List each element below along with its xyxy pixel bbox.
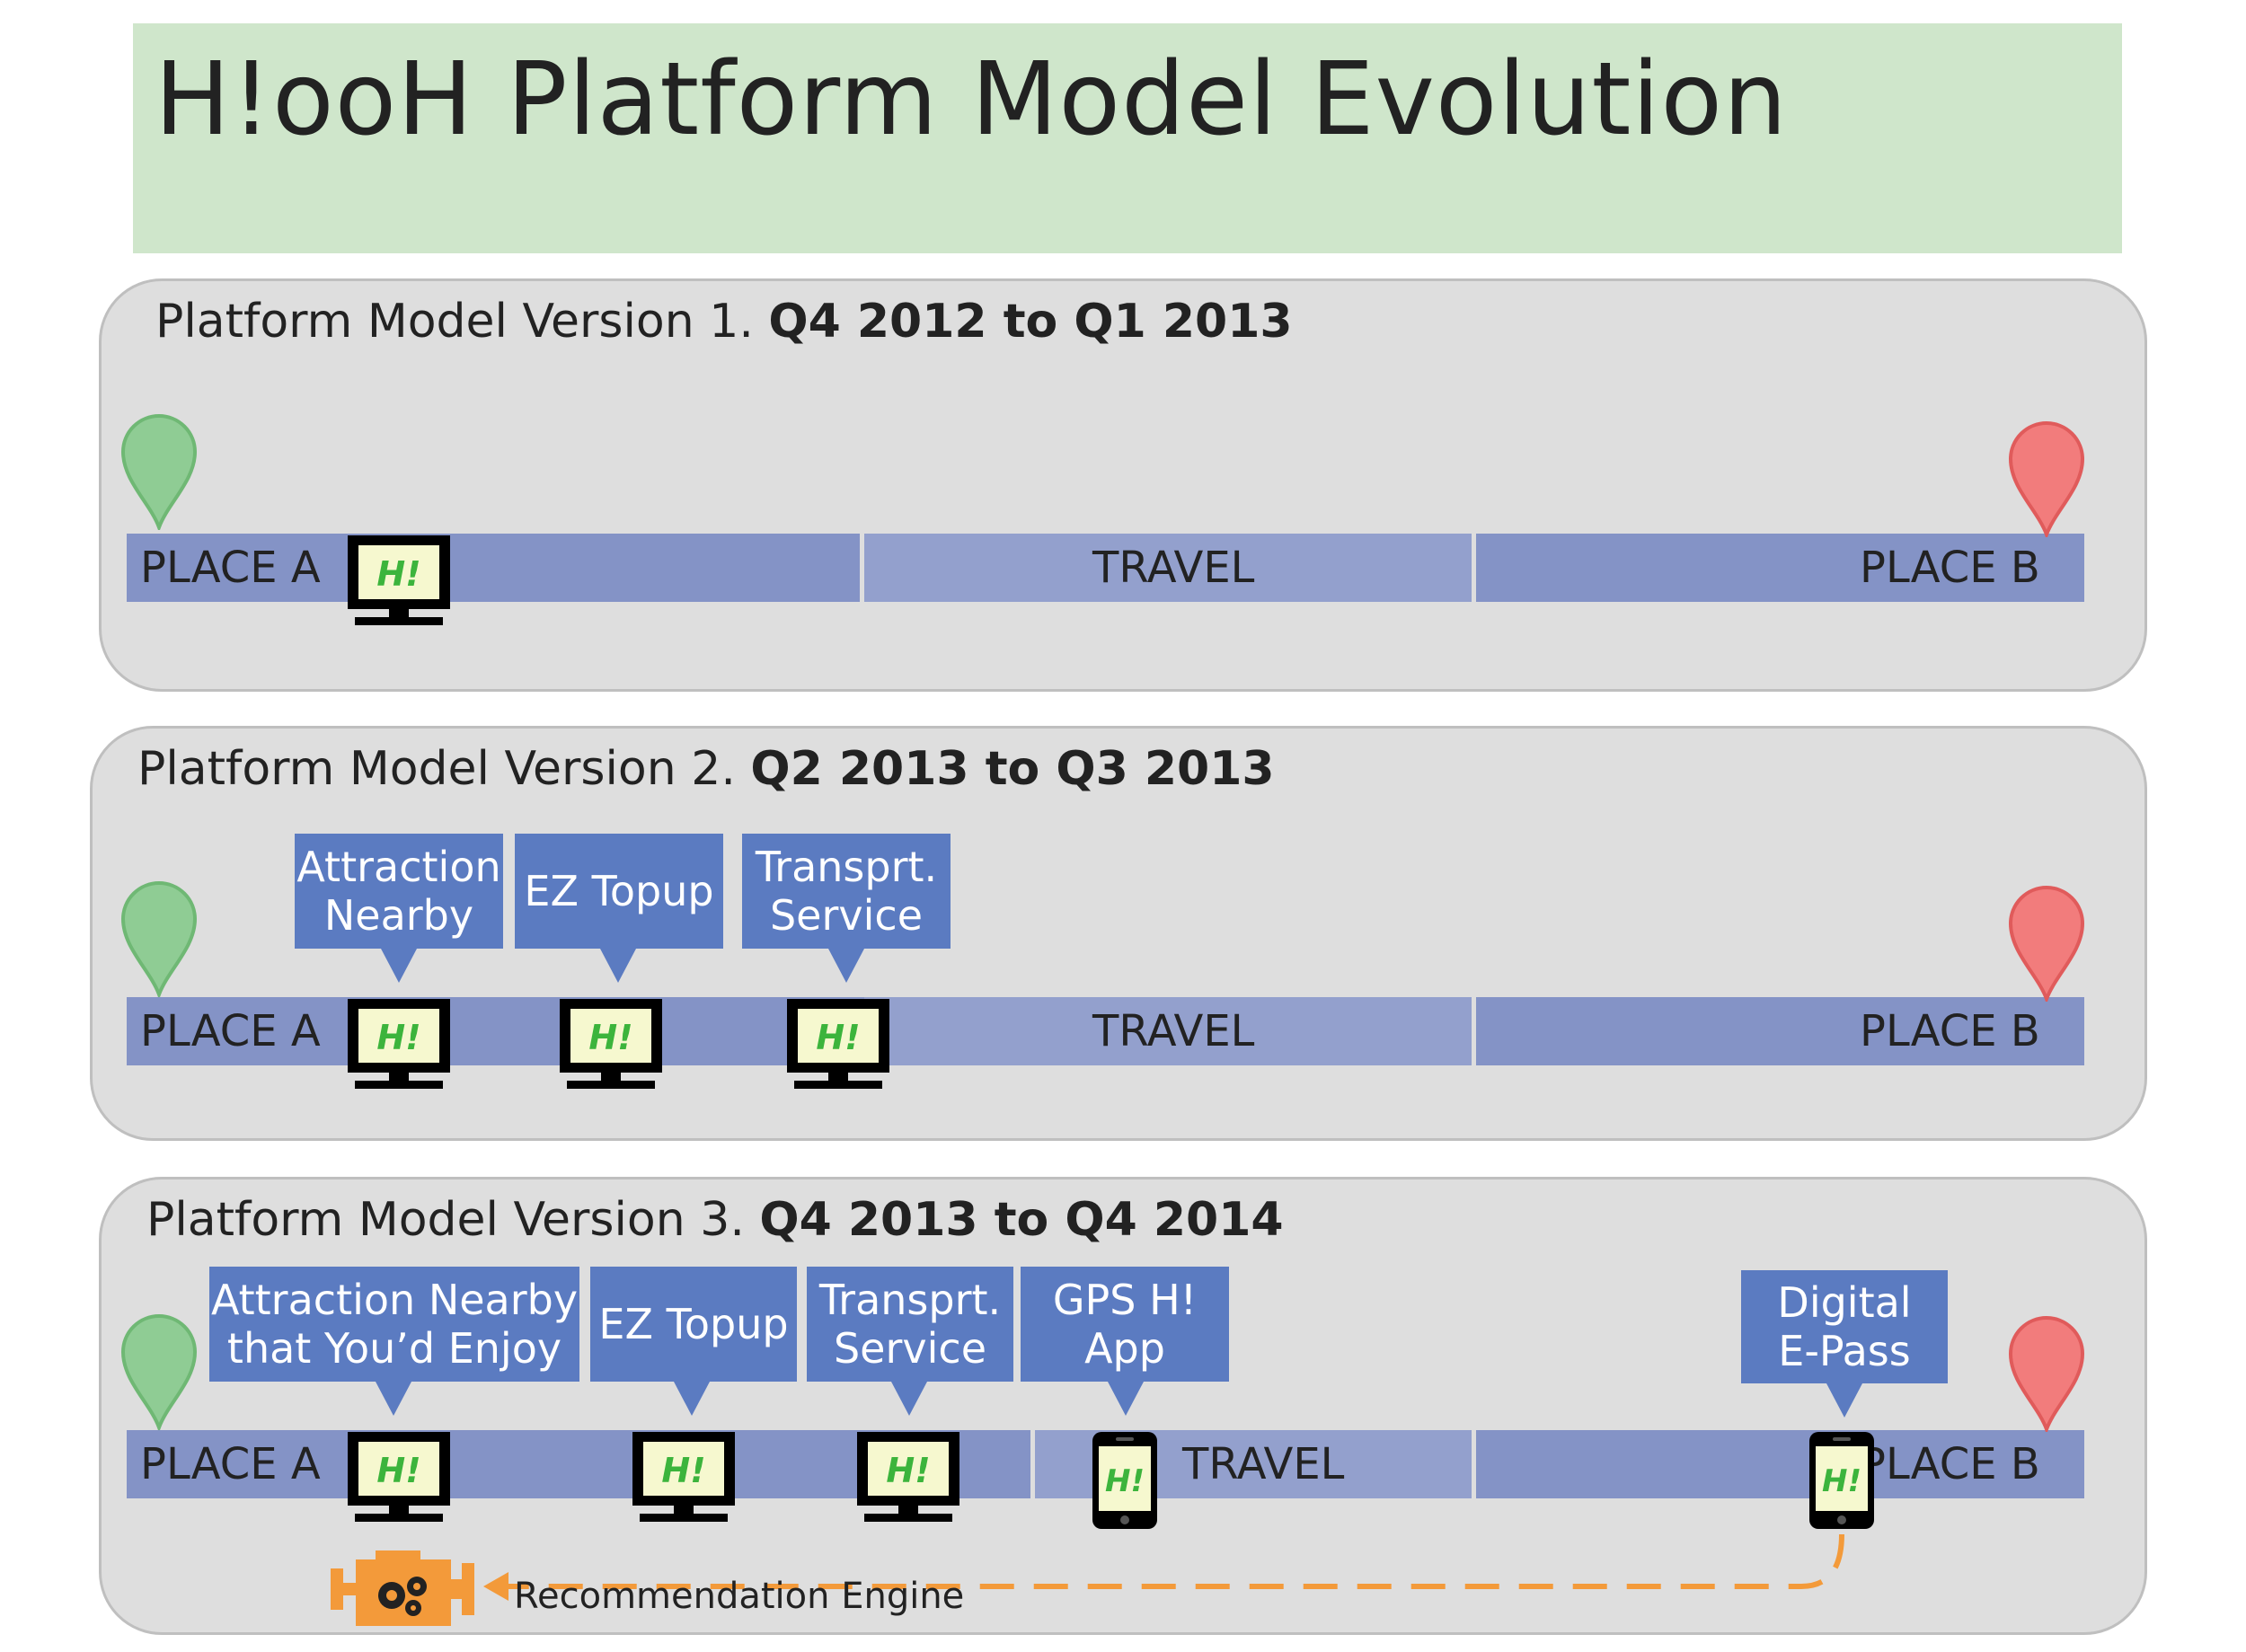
logo-text: H! — [886, 1451, 930, 1490]
label-travel: TRAVEL — [1092, 543, 1255, 593]
callout-pointer — [600, 949, 636, 983]
callout-ez-topup: EZ Topup — [590, 1267, 797, 1382]
logo-text: H! — [376, 1018, 420, 1057]
engine-label: Recommendation Engine — [514, 1576, 965, 1617]
segment-place-b — [1476, 534, 2084, 602]
callout-pointer — [1108, 1382, 1144, 1416]
location-pin-icon — [120, 1314, 198, 1430]
page-title: H!ooH Platform Model Evolution — [155, 41, 1789, 158]
segment-place-a — [127, 534, 860, 602]
callout-pointer — [376, 1382, 411, 1416]
monitor-icon: H! — [348, 535, 450, 625]
arrow-left-icon — [483, 1572, 508, 1601]
segment-place-b — [1476, 1430, 2084, 1498]
label-place-a: PLACE A — [140, 543, 321, 593]
panel-version-1: Platform Model Version 1. Q4 2012 to Q1 … — [99, 278, 2147, 692]
location-pin-icon — [120, 881, 198, 997]
callout-pointer — [674, 1382, 710, 1416]
monitor-icon: H! — [632, 1432, 735, 1522]
label-travel: TRAVEL — [1092, 1006, 1255, 1056]
engine-gears-icon — [331, 1550, 474, 1626]
location-pin-icon — [2008, 421, 2085, 537]
callout-transport-service: Transprt. Service — [807, 1267, 1013, 1382]
panel-title: Platform Model Version 2. Q2 2013 to Q3 … — [137, 742, 1275, 796]
callout-ez-topup: EZ Topup — [515, 834, 723, 949]
monitor-icon: H! — [857, 1432, 959, 1522]
location-pin-icon — [2008, 1316, 2085, 1432]
segment-travel — [864, 997, 1472, 1065]
label-place-b: PLACE B — [1860, 1439, 2040, 1489]
callout-pointer — [828, 949, 864, 983]
callout-pointer — [891, 1382, 927, 1416]
smartphone-icon: H! — [1809, 1432, 1874, 1529]
logo-text: H! — [376, 1451, 420, 1490]
panel-title: Platform Model Version 1. Q4 2012 to Q1 … — [155, 295, 1293, 349]
label-place-b: PLACE B — [1860, 543, 2040, 593]
title-banner: H!ooH Platform Model Evolution — [133, 23, 2122, 253]
monitor-icon: H! — [348, 1432, 450, 1522]
location-pin-icon — [2008, 886, 2085, 1002]
logo-text: H! — [1822, 1463, 1861, 1499]
label-place-b: PLACE B — [1860, 1006, 2040, 1056]
callout-pointer — [1826, 1383, 1862, 1418]
logo-text: H! — [1105, 1463, 1145, 1499]
monitor-icon: H! — [348, 999, 450, 1089]
label-place-a: PLACE A — [140, 1439, 321, 1489]
logo-text: H! — [588, 1018, 632, 1057]
panel-title: Platform Model Version 3. Q4 2013 to Q4 … — [146, 1193, 1284, 1247]
label-place-a: PLACE A — [140, 1006, 321, 1056]
callout-digital-epass: Digital E-Pass — [1741, 1270, 1948, 1383]
monitor-icon: H! — [560, 999, 662, 1089]
logo-text: H! — [816, 1018, 860, 1057]
label-travel: TRAVEL — [1182, 1439, 1345, 1489]
callout-attraction-nearby-enjoy: Attraction Nearby that You’d Enjoy — [209, 1267, 579, 1382]
location-pin-icon — [120, 414, 198, 530]
logo-text: H! — [661, 1451, 705, 1490]
segment-place-b — [1476, 997, 2084, 1065]
callout-transport-service: Transprt. Service — [742, 834, 951, 949]
monitor-icon: H! — [787, 999, 889, 1089]
callout-attraction-nearby: Attraction Nearby — [295, 834, 503, 949]
callout-gps-app: GPS H! App — [1021, 1267, 1229, 1382]
segment-travel — [864, 534, 1472, 602]
callout-pointer — [381, 949, 417, 983]
logo-text: H! — [376, 554, 420, 594]
smartphone-icon: H! — [1092, 1432, 1157, 1529]
